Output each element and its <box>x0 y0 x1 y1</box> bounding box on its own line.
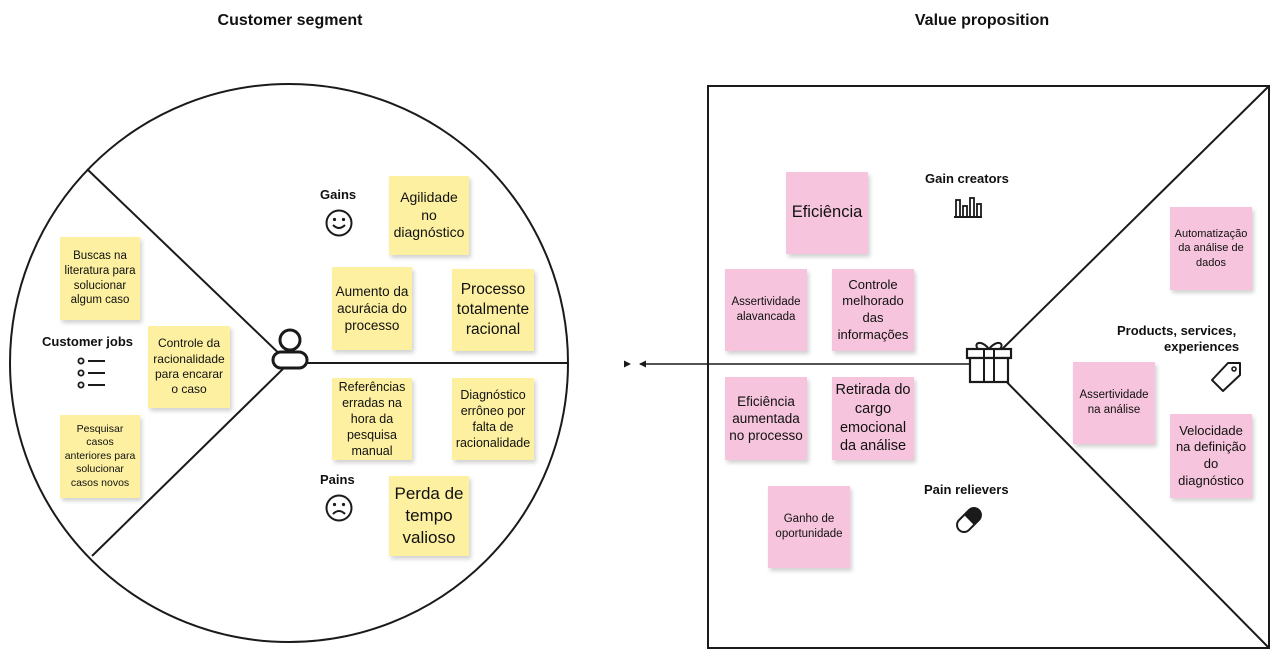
diag-lower-right <box>987 362 1270 649</box>
gains-label: Gains <box>320 187 357 202</box>
product-note[interactable]: Assertividade na análise <box>1073 362 1155 444</box>
job-note[interactable]: Pesquisar casos anteriores para solucion… <box>60 415 140 498</box>
job-note[interactable]: Buscas na literatura para solucionar alg… <box>60 237 140 320</box>
gain-creator-note[interactable]: Eficiência <box>786 172 868 254</box>
value-square <box>707 85 1270 649</box>
customer-jobs-label: Customer jobs <box>42 334 134 349</box>
products-label-line1: Products, services, <box>1117 323 1237 338</box>
pain-reliever-note[interactable]: Eficiência aumentada no processo <box>725 377 807 460</box>
smile-icon <box>325 209 353 237</box>
value-proposition-title: Value proposition <box>914 12 1050 29</box>
gain-note[interactable]: Processo totalmente racional <box>452 269 534 351</box>
tag-icon <box>1211 362 1241 392</box>
chart-icon <box>954 197 982 218</box>
customer-segment-title: Customer segment <box>217 12 363 29</box>
gain-creators-label: Gain creators <box>925 171 1009 186</box>
gain-note[interactable]: Agilidade no diagnóstico <box>389 176 469 255</box>
pains-label: Pains <box>320 472 355 487</box>
job-note[interactable]: Controle da racionalidade para encarar o… <box>148 326 230 408</box>
pain-note[interactable]: Perda de tempo valioso <box>389 476 469 556</box>
pain-reliever-note[interactable]: Ganho de oportunidade <box>768 486 850 568</box>
pill-icon <box>956 507 982 533</box>
gift-icon <box>965 342 1013 384</box>
pain-relievers-label: Pain relievers <box>924 482 1009 497</box>
list-icon <box>77 357 105 389</box>
divider-lower <box>91 362 290 557</box>
pain-note[interactable]: Diagnóstico errôneo por falta de raciona… <box>452 378 534 460</box>
gain-creator-note[interactable]: Assertividade alavancada <box>725 269 807 351</box>
products-label-line2: experiences <box>1164 339 1240 354</box>
gain-creator-note[interactable]: Controle melhorado das informações <box>832 269 914 351</box>
product-note[interactable]: Velocidade na definição do diagnóstico <box>1170 414 1252 498</box>
arrow-icon <box>624 360 646 368</box>
product-note[interactable]: Automatização da análise de dados <box>1170 207 1252 290</box>
pain-reliever-note[interactable]: Retirada do cargo emocional da análise <box>832 377 914 460</box>
user-icon <box>271 328 309 370</box>
gain-note[interactable]: Aumento da acurácia do processo <box>332 267 412 350</box>
pain-note[interactable]: Referências erradas na hora da pesquisa … <box>332 378 412 460</box>
divider-upper <box>86 168 290 364</box>
frown-icon <box>325 494 353 522</box>
diag-upper-right <box>987 85 1270 364</box>
